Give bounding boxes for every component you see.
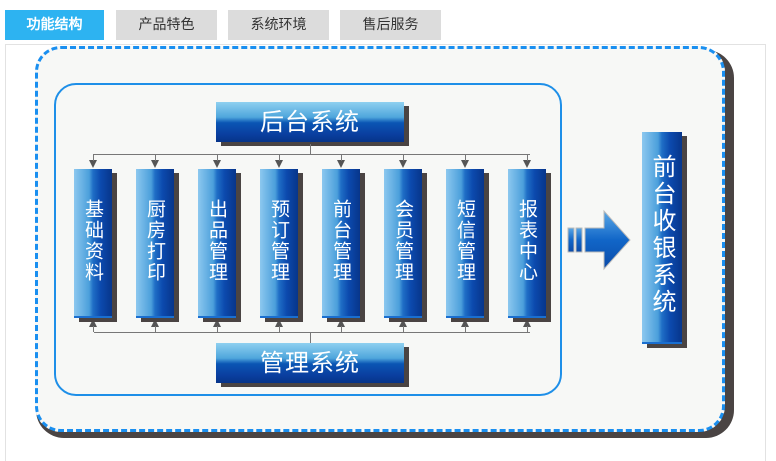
arrow-up-icon (461, 319, 469, 327)
frontdesk-cashier-label: 前台收银系统 (648, 154, 676, 316)
top-connector-stem (310, 144, 311, 154)
connector-line (465, 154, 466, 161)
frontdesk-cashier-box: 前台收银系统 (642, 132, 682, 344)
arrow-up-icon (399, 319, 407, 327)
connector-line (217, 326, 218, 332)
connector-line (527, 326, 528, 332)
bottom-connector-stem (310, 332, 311, 343)
management-system-box: 管理系统 (216, 343, 404, 383)
backend-system-box: 后台系统 (216, 102, 404, 142)
module-label: 报表中心 (516, 199, 538, 283)
connector-line (279, 326, 280, 332)
connector-line (155, 326, 156, 332)
module-label: 厨房打印 (144, 199, 166, 283)
arrow-up-icon (89, 319, 97, 327)
backend-group-frame (54, 83, 562, 396)
connector-line (155, 154, 156, 161)
tab-product-features[interactable]: 产品特色 (116, 10, 217, 40)
arrow-up-icon (275, 319, 283, 327)
module-kitchen-print: 厨房打印 (136, 169, 174, 318)
module-label: 基础资料 (82, 199, 104, 283)
connector-line (527, 154, 528, 161)
connector-line (217, 154, 218, 161)
tab-bar: 功能结构 产品特色 系统环境 售后服务 (0, 0, 776, 44)
arrow-up-icon (213, 319, 221, 327)
connector-line (403, 154, 404, 161)
arrow-up-icon (523, 319, 531, 327)
module-reservation: 预订管理 (260, 169, 298, 318)
connector-line (465, 326, 466, 332)
module-label: 出品管理 (206, 199, 228, 283)
arrow-down-icon (275, 160, 283, 168)
arrow-down-icon (151, 160, 159, 168)
arrow-up-icon (337, 319, 345, 327)
arrow-down-icon (337, 160, 345, 168)
connector-line (403, 326, 404, 332)
arrow-down-icon (523, 160, 531, 168)
module-label: 预订管理 (268, 199, 290, 283)
module-sms-mgmt: 短信管理 (446, 169, 484, 318)
tab-function-structure[interactable]: 功能结构 (5, 10, 104, 40)
arrow-down-icon (461, 160, 469, 168)
backend-system-label: 后台系统 (260, 108, 360, 136)
module-frontdesk-mgmt: 前台管理 (322, 169, 360, 318)
tab-system-environment[interactable]: 系统环境 (228, 10, 329, 40)
arrow-up-icon (151, 319, 159, 327)
bottom-connector-bus (94, 332, 530, 333)
module-label: 前台管理 (330, 199, 352, 283)
module-dish-output: 出品管理 (198, 169, 236, 318)
module-member-mgmt: 会员管理 (384, 169, 422, 318)
tab-after-sales[interactable]: 售后服务 (340, 10, 441, 40)
connector-line (341, 154, 342, 161)
module-label: 会员管理 (392, 199, 414, 283)
module-report-center: 报表中心 (508, 169, 546, 318)
module-label: 短信管理 (454, 199, 476, 283)
connector-line (341, 326, 342, 332)
module-basic-data: 基础资料 (74, 169, 112, 318)
connector-line (93, 154, 94, 161)
management-system-label: 管理系统 (260, 349, 360, 377)
top-connector-bus (94, 154, 530, 155)
connector-line (93, 326, 94, 332)
arrow-down-icon (399, 160, 407, 168)
connector-line (279, 154, 280, 161)
arrow-down-icon (213, 160, 221, 168)
arrow-down-icon (89, 160, 97, 168)
right-arrow-icon (567, 209, 631, 271)
